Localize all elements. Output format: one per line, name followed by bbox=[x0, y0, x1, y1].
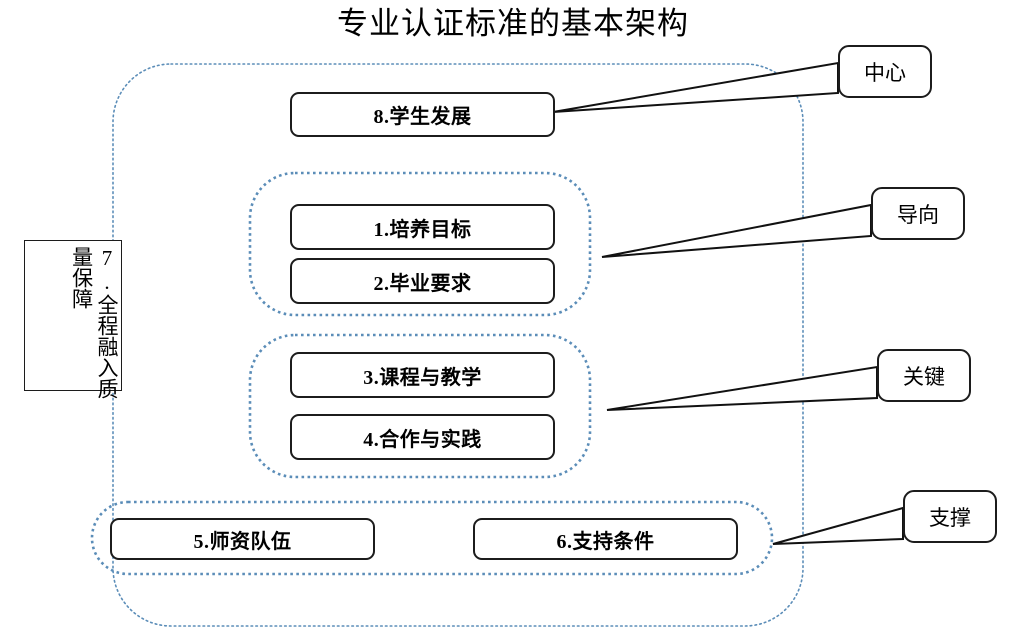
callout-tail-key bbox=[606, 365, 878, 411]
callout-tail-support bbox=[772, 506, 904, 545]
node-support-conditions[interactable]: 6.支持条件 bbox=[473, 518, 738, 560]
callout-tail-guide bbox=[601, 203, 872, 258]
quality-bar-column-right: 7.全程融入质 bbox=[95, 246, 119, 399]
node-training-objective[interactable]: 1.培养目标 bbox=[290, 204, 555, 250]
callout-key[interactable]: 关键 bbox=[877, 349, 971, 402]
node-curriculum-teaching[interactable]: 3.课程与教学 bbox=[290, 352, 555, 398]
node-student-development[interactable]: 8.学生发展 bbox=[290, 92, 555, 137]
node-graduation-requirements[interactable]: 2.毕业要求 bbox=[290, 258, 555, 304]
callout-tail-center bbox=[552, 61, 839, 113]
node-quality-assurance-vertical[interactable]: 7.全程融入质 量保障 bbox=[24, 240, 122, 399]
callout-guide[interactable]: 导向 bbox=[871, 187, 965, 240]
callout-support[interactable]: 支撑 bbox=[903, 490, 997, 543]
node-cooperation-practice[interactable]: 4.合作与实践 bbox=[290, 414, 555, 460]
quality-bar-column-left: 量保障 bbox=[69, 246, 94, 309]
callout-center[interactable]: 中心 bbox=[838, 45, 932, 98]
page-title: 专业认证标准的基本架构 bbox=[337, 6, 689, 41]
node-faculty-team[interactable]: 5.师资队伍 bbox=[110, 518, 375, 560]
